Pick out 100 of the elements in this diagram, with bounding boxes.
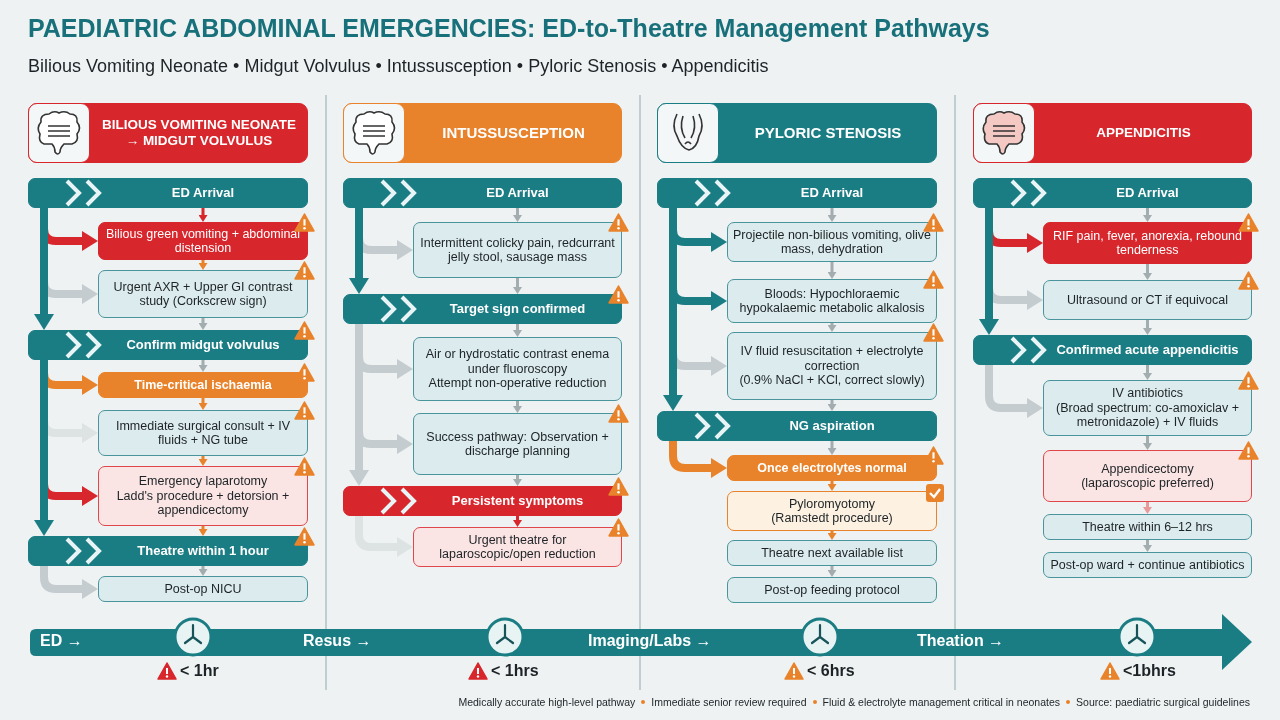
stage-banner <box>343 178 622 208</box>
footnote: Fluid & electrolyte management critical in neonates <box>822 696 1061 708</box>
heading: PYLORIC STENOSIS <box>754 124 902 142</box>
step-text: Bloods: Hypochloraemic hypokalaemic metabolic alkalosis <box>738 286 926 316</box>
step-text: Pyloromyotomy <box>788 496 876 511</box>
time-target: <1bhrs <box>1123 662 1176 680</box>
arrow <box>513 324 522 337</box>
arrow <box>198 398 208 410</box>
stage-label: Resus → <box>303 632 372 650</box>
stage-label: ED Arrival <box>800 185 864 201</box>
step-box <box>98 410 308 456</box>
stage-banner <box>28 536 308 566</box>
stage-label: Persistent symptoms <box>451 493 584 509</box>
stage-label: Target sign confirmed <box>449 301 586 317</box>
step-text: Urgent AXR + Upper GI contrast study (Corkscrew sign) <box>112 279 294 309</box>
title: PAEDIATRIC ABDOMINAL EMERGENCIES: ED-to-Theatre Management Pathways <box>28 14 990 43</box>
step-box <box>727 279 937 323</box>
step-text: Time-critical ischaemia <box>134 377 272 393</box>
stage-label: ED Arrival <box>1116 185 1179 201</box>
heading: BILIOUS VOMITING NEONATE → MIDGUT VOLVULUS <box>101 117 297 149</box>
step-text: IV antibiotics <box>1112 386 1183 401</box>
step-box <box>413 413 622 475</box>
alert-box <box>1043 222 1252 264</box>
arrow <box>34 208 54 330</box>
arrow <box>827 566 837 577</box>
arrow <box>198 208 208 222</box>
arrow <box>513 475 522 486</box>
stage-banner <box>343 486 622 516</box>
step-text: IV fluid resuscitation + electrolyte correction <box>739 344 925 374</box>
subtitle: Bilious Vomiting Neonate • Midgut Volvulus • Intussusception • Pyloric Stenosis • Appendicitis <box>28 56 769 77</box>
header-banner <box>343 103 622 163</box>
time-target: < 1hrs <box>491 662 539 680</box>
arrow <box>513 278 522 294</box>
step-text: Immediate surgical consult + IV fluids + NG tube <box>114 418 291 448</box>
footnote: Immediate senior review required <box>651 696 807 708</box>
step-box <box>1043 450 1252 502</box>
stage-label: Theatre within 1 hour <box>137 543 269 559</box>
step-text: Appendicectomy <box>1101 461 1194 476</box>
arrow <box>985 365 1043 418</box>
stage-label: NG aspiration <box>789 418 875 434</box>
arrow <box>349 208 369 294</box>
stage-banner <box>973 335 1252 365</box>
arrow <box>827 400 837 411</box>
step-text: Post-op NICU <box>164 581 242 597</box>
stage-label: Theation → <box>917 632 1005 650</box>
time-target: < 1hr <box>180 662 219 680</box>
step-text: Success pathway: Observation + discharge planning <box>425 429 610 459</box>
step-text: (Broad spectrum: co-amoxiclav + metronidazole) + IV fluids <box>1054 400 1241 430</box>
arrow <box>1143 208 1152 222</box>
arrow <box>198 566 208 576</box>
step-box <box>727 332 937 400</box>
step-box <box>413 527 622 567</box>
arrow <box>663 208 683 411</box>
step-box <box>98 270 308 318</box>
step-text: Ultrasound or CT if equivocal <box>1067 292 1228 308</box>
stage-label: ED Arrival <box>171 185 235 201</box>
step-box <box>727 540 937 566</box>
heading: INTUSSUSCEPTION <box>442 124 585 142</box>
step-text: Once electrolytes normal <box>757 460 907 476</box>
stage-label: ED Arrival <box>486 185 549 201</box>
step-text: Theatre next available list <box>761 545 903 561</box>
stage-banner <box>657 411 937 441</box>
arrow <box>1143 320 1152 335</box>
arrow <box>198 360 208 372</box>
step-text: Post-op ward + continue antibiotics <box>1050 557 1245 573</box>
arrow <box>1143 436 1152 450</box>
arrow <box>513 208 522 222</box>
step-text: (Ramstedt procedure) <box>771 511 893 526</box>
step-box <box>413 337 622 401</box>
stage-banner <box>28 330 308 360</box>
stage-banner <box>657 178 937 208</box>
footnote: Medically accurate high-level pathway <box>458 696 636 708</box>
stage-label: Confirm midgut volvulus <box>126 337 280 353</box>
arrow <box>1143 365 1152 380</box>
arrow <box>34 360 54 536</box>
heading: APPENDICITIS <box>1096 125 1191 141</box>
step-text: (0.9% NaCl + KCl, correct slowly) <box>739 373 925 388</box>
step-text: Urgent theatre for laparoscopic/open reduction <box>438 532 597 562</box>
arrow <box>513 401 522 413</box>
arrow <box>827 531 837 540</box>
step-text: RIF pain, fever, anorexia, rebound tenderness <box>1052 228 1243 258</box>
header-banner <box>28 103 308 163</box>
step-box <box>413 222 622 278</box>
header-banner <box>657 103 937 163</box>
step-text: Intermittent colicky pain, redcurrant jelly stool, sausage mass <box>419 235 616 265</box>
arrow <box>827 208 837 222</box>
arrow <box>827 441 837 455</box>
arrow <box>198 456 208 466</box>
alert-box <box>98 222 308 260</box>
arrow <box>827 481 837 491</box>
arrow <box>198 318 208 330</box>
step-box <box>1043 380 1252 436</box>
header-banner <box>973 103 1252 163</box>
step-text: (laparoscopic preferred) <box>1081 476 1214 491</box>
step-box <box>1043 514 1252 540</box>
step-text: Bilious green vomiting + abdominal distension <box>104 226 302 256</box>
arrow <box>979 208 999 335</box>
stage-label: Confirmed acute appendicitis <box>1056 342 1239 358</box>
step-box <box>727 222 937 262</box>
stage-banner <box>343 294 622 324</box>
